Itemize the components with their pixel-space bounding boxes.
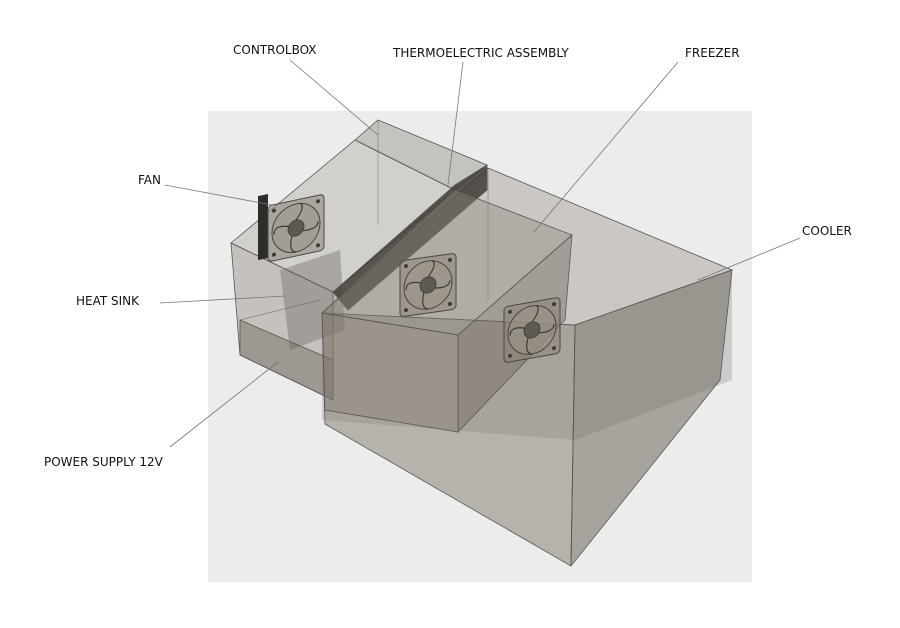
leader-power-supply: [169, 361, 279, 448]
label-freezer: FREEZER: [685, 46, 740, 60]
controlbox-stack: [230, 119, 488, 401]
leader-controlbox: [289, 59, 379, 136]
thermoelectric-assembly: [332, 164, 488, 311]
fan-right: [503, 296, 561, 364]
leader-thermoelectric: [447, 61, 464, 186]
label-thermoelectric-assembly: THERMOELECTRIC ASSEMBLY: [392, 46, 569, 60]
leader-heat-sink: [159, 295, 286, 304]
leader-fan: [164, 184, 273, 206]
fan-center: [399, 252, 457, 318]
leader-lines: [159, 59, 801, 448]
leader-freezer: [533, 61, 679, 233]
leader-cooler: [697, 237, 801, 281]
label-cooler: COOLER: [802, 224, 852, 238]
label-heat-sink: HEAT SINK: [76, 294, 140, 308]
label-controlbox: CONTROLBOX: [233, 43, 317, 57]
fan-left: [258, 193, 325, 263]
label-power-supply: POWER SUPPLY 12V: [44, 455, 164, 469]
label-fan: FAN: [138, 173, 161, 187]
